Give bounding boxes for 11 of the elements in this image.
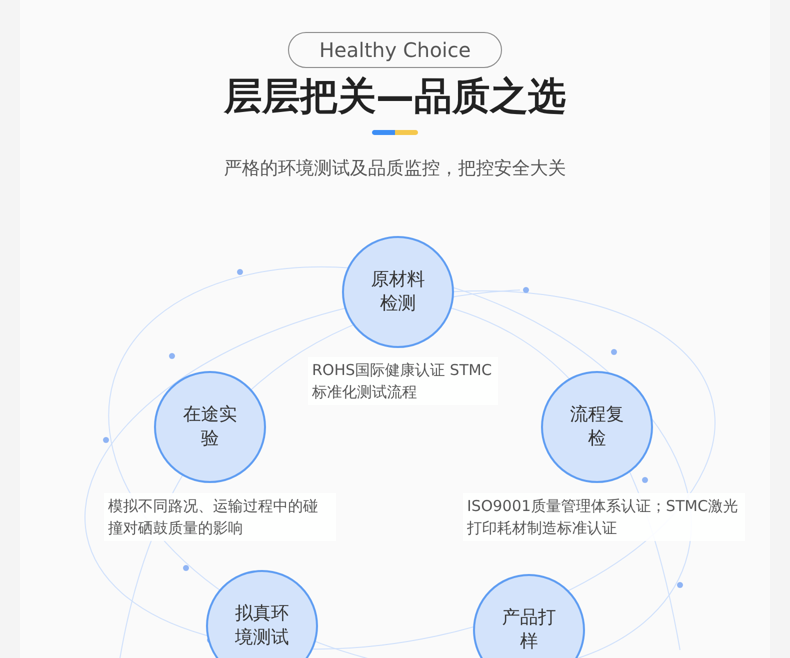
step-name: 原材料检测 — [370, 268, 426, 316]
tag-pill: Healthy Choice — [288, 32, 502, 68]
heading: 层层把关—品质之选 — [224, 73, 566, 120]
step-description: ROHS国际健康认证 STMC标准化测试流程 — [308, 357, 498, 405]
step-description: 模拟不同路况、运输过程中的碰撞对硒鼓质量的影响 — [104, 493, 336, 541]
step-name: 在途实验 — [182, 403, 238, 451]
step-name: 拟真环境测试 — [234, 602, 290, 650]
step-description: ISO9001质量管理体系认证；STMC激光打印耗材制造标准认证 — [463, 493, 745, 541]
subtitle: 严格的环境测试及品质监控，把控安全大关 — [224, 157, 566, 181]
step-name: 产品打样 — [501, 606, 557, 654]
step-name: 流程复检 — [569, 403, 625, 451]
